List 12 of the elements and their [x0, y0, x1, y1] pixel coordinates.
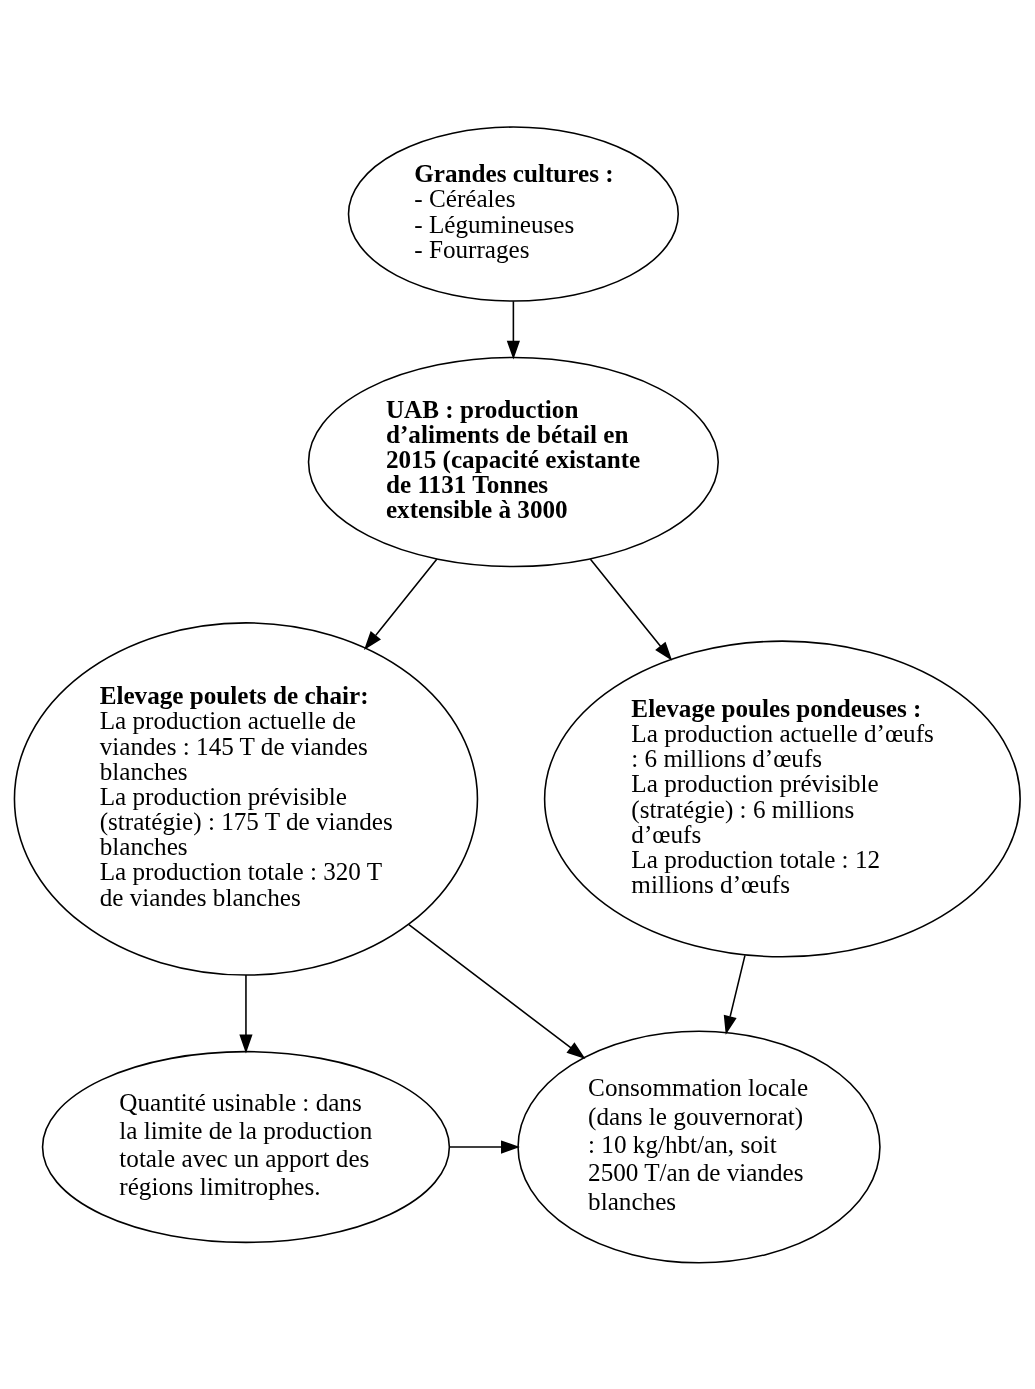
node-ellipse: Quantité usinable : dans la limite de la production totale avec un apport des régions limitrophes.	[41, 1050, 451, 1243]
arrow	[449, 1139, 520, 1154]
arrow	[364, 557, 438, 650]
arrow	[589, 557, 673, 661]
arrow	[239, 973, 253, 1053]
node-ellipse: Consommation locale (dans le gouvernorat) : 10 kg/hbt/an, soit 2500 T/an de viandes blanches	[517, 1030, 881, 1264]
node-ellipse: Elevage poulets de chair: La production actuelle de viandes : 145 T de viandes blanches La production prévisible (stratégie) : 175 T de viandes blanches La production totale : 320 T de viandes blanches	[13, 621, 479, 976]
arrow	[506, 299, 520, 360]
node-ellipse: UAB : production d’aliments de bétail en 2015 (capacité existante de 1131 Tonnes extensible à 3000	[307, 356, 719, 567]
node-ellipse: Grandes cultures : - Céréales - Légumineuses - Fourrages	[347, 125, 680, 302]
arrow	[723, 954, 746, 1035]
arrow	[408, 923, 586, 1059]
